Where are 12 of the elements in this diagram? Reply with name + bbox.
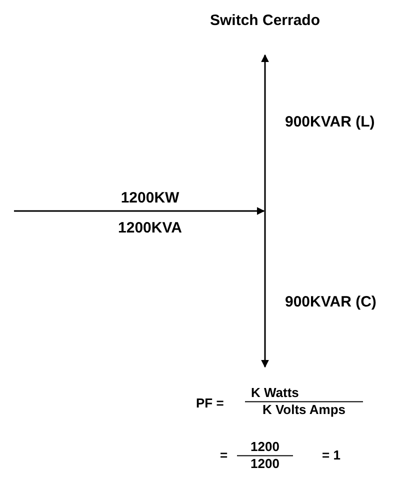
value-label: = 1 <box>322 448 340 462</box>
value-label: 1200KVA <box>118 220 182 236</box>
value-label: = <box>220 448 228 462</box>
fraction-denominator: 1200 <box>250 458 280 472</box>
value-label: PF = <box>196 396 224 410</box>
fraction-numerator: K Watts <box>250 386 299 400</box>
value-label: 900KVAR (L) <box>285 114 375 130</box>
fraction-denominator: K Volts Amps <box>262 404 346 418</box>
value-label: 1200KW <box>120 190 180 206</box>
value-label: 900KVAR (C) <box>285 294 376 310</box>
diagram-title: Switch Cerrado <box>208 12 322 29</box>
fraction-numerator: 1200 <box>250 440 280 454</box>
